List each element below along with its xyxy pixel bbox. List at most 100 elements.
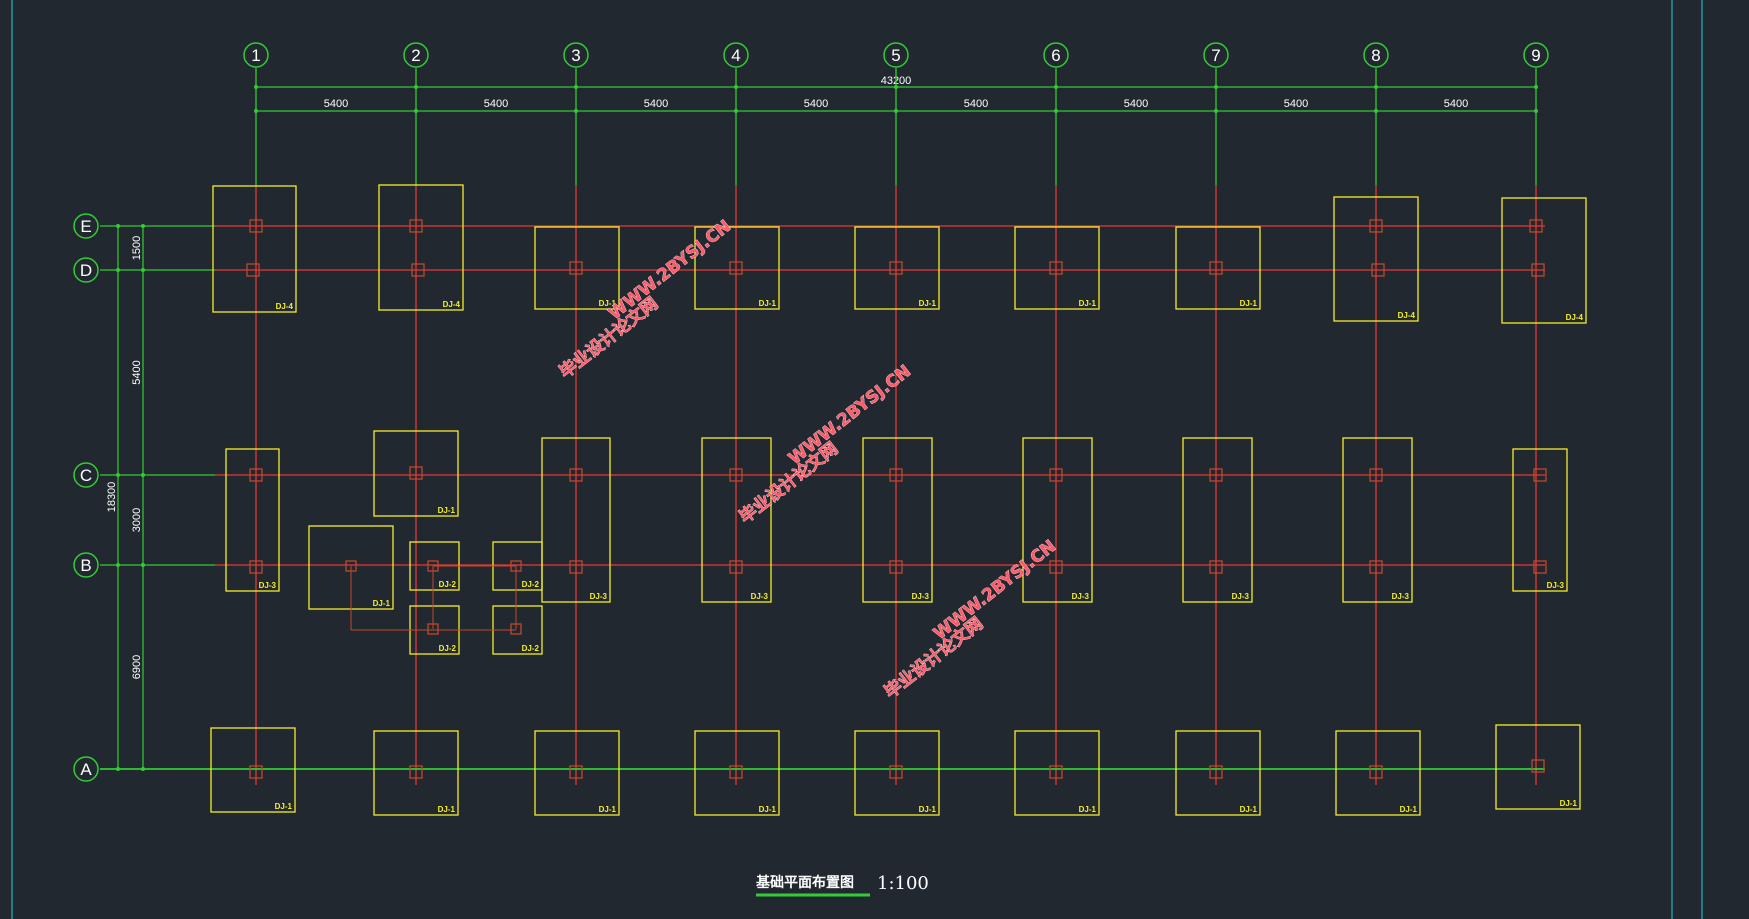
column-ED [569, 261, 583, 275]
footing-row-CB-9 [1512, 448, 1568, 592]
footing-label: DJ-4 [1398, 311, 1416, 320]
footing-label: DJ-1 [1240, 299, 1258, 308]
column-C [249, 468, 263, 482]
column-E [409, 219, 423, 233]
row-axis-label: A [80, 760, 92, 779]
column-A [409, 765, 423, 779]
bay-dim-text: 5400 [484, 98, 508, 110]
footing-label: DJ-1 [599, 805, 617, 814]
footing-row-CB-1 [225, 448, 280, 592]
watermark-text-url: WWW.2BYSJ.CN [930, 536, 1060, 644]
column-C [729, 468, 743, 482]
row-axis-bubble-B [73, 552, 99, 578]
column-C [1209, 468, 1223, 482]
footing-label: DJ-1 [1079, 299, 1097, 308]
column-E [1529, 219, 1543, 233]
footing-label: DJ-3 [912, 592, 930, 601]
footing-label: DJ-3 [751, 592, 769, 601]
footing-label: DJ-1 [759, 299, 777, 308]
column-axis-label: 6 [1051, 46, 1060, 65]
bay-dim-text: 5400 [1284, 98, 1308, 110]
footing-row-A-5 [854, 730, 940, 816]
footing-label: DJ-1 [1400, 805, 1418, 814]
row-axis-label: C [80, 466, 92, 485]
column-B [1369, 560, 1383, 574]
footing-label: DJ-4 [276, 302, 294, 311]
footing-row-A-1 [210, 727, 296, 813]
column-D [1531, 263, 1545, 277]
column-E [249, 219, 263, 233]
axis-layer [100, 68, 1545, 785]
footing-row-CB-6 [1022, 437, 1093, 603]
footing-label: DJ-3 [1232, 592, 1250, 601]
column-ED [729, 261, 743, 275]
column-E [1369, 219, 1383, 233]
footing-label: DJ-2 [522, 580, 540, 589]
footing-label: DJ-1 [438, 805, 456, 814]
footing-row-ED-8 [1333, 196, 1419, 322]
column-B [569, 560, 583, 574]
row-axis-label: E [80, 217, 91, 236]
row-axis-label: D [80, 261, 92, 280]
column-A [1369, 765, 1383, 779]
column-B [249, 560, 263, 574]
column-axis-label: 8 [1371, 46, 1380, 65]
left-seg-dim-text: 1500 [131, 236, 143, 260]
footing-row-ED-1 [212, 185, 297, 313]
drawing-title: 基础平面布置图 [756, 874, 854, 891]
column-C [409, 466, 423, 480]
footing-label: DJ-2 [522, 644, 540, 653]
footing-row-A-6 [1014, 730, 1100, 816]
drawing-scale: 1:100 [877, 873, 929, 894]
footing-label: DJ-3 [590, 592, 608, 601]
footing-row-ED-5 [854, 226, 940, 310]
footing-row-ED-7 [1175, 226, 1261, 310]
column-axis-bubble-1 [243, 42, 269, 68]
footing-label: DJ-1 [1560, 799, 1578, 808]
footing-label: DJ-1 [373, 599, 391, 608]
footing-row-ED-2 [378, 184, 464, 311]
footing-row-A-7 [1175, 730, 1261, 816]
column-axis-bubble-8 [1363, 42, 1389, 68]
footing-label: DJ-1 [919, 805, 937, 814]
footing-row-CB-2 [373, 430, 459, 517]
bay-dim-text: 5400 [324, 98, 348, 110]
column-C [1533, 468, 1547, 482]
column-C [569, 468, 583, 482]
column-D [411, 263, 425, 277]
footing-row-CB-8 [1342, 437, 1413, 603]
footing-label: DJ-1 [759, 805, 777, 814]
footing-label: DJ-2 [439, 644, 457, 653]
footing-row-CB-4 [701, 437, 772, 603]
column-axis-label: 5 [891, 46, 900, 65]
footing-label: DJ-3 [1072, 592, 1090, 601]
column-C [1369, 468, 1383, 482]
left-seg-dim-text: 5400 [131, 360, 143, 384]
footing-row-ED-9 [1501, 197, 1587, 324]
column-axis-label: 1 [251, 46, 260, 65]
footing-label: DJ-1 [599, 299, 617, 308]
column-axis-label: 3 [571, 46, 580, 65]
column-axis-bubble-3 [563, 42, 589, 68]
bay-dim-text: 5400 [1124, 98, 1148, 110]
column-A [729, 765, 743, 779]
column-axis-label: 2 [411, 46, 420, 65]
footing-label: DJ-1 [275, 802, 293, 811]
footing-label: DJ-4 [1566, 313, 1584, 322]
footing-label: DJ-1 [438, 506, 456, 515]
left-seg-dim-text: 6900 [131, 655, 143, 679]
footing-label: DJ-3 [259, 581, 277, 590]
row-axis-label: B [80, 556, 91, 575]
footing-row-A-8 [1335, 730, 1421, 816]
column-axis-bubble-7 [1203, 42, 1229, 68]
bay-dim-text: 5400 [964, 98, 988, 110]
column-A [569, 765, 583, 779]
footing-row-CB-5 [862, 437, 933, 603]
bay-dim-text: 5400 [804, 98, 828, 110]
row-axis-bubble-E [73, 213, 99, 239]
column-D [1371, 263, 1385, 277]
column-B [889, 560, 903, 574]
